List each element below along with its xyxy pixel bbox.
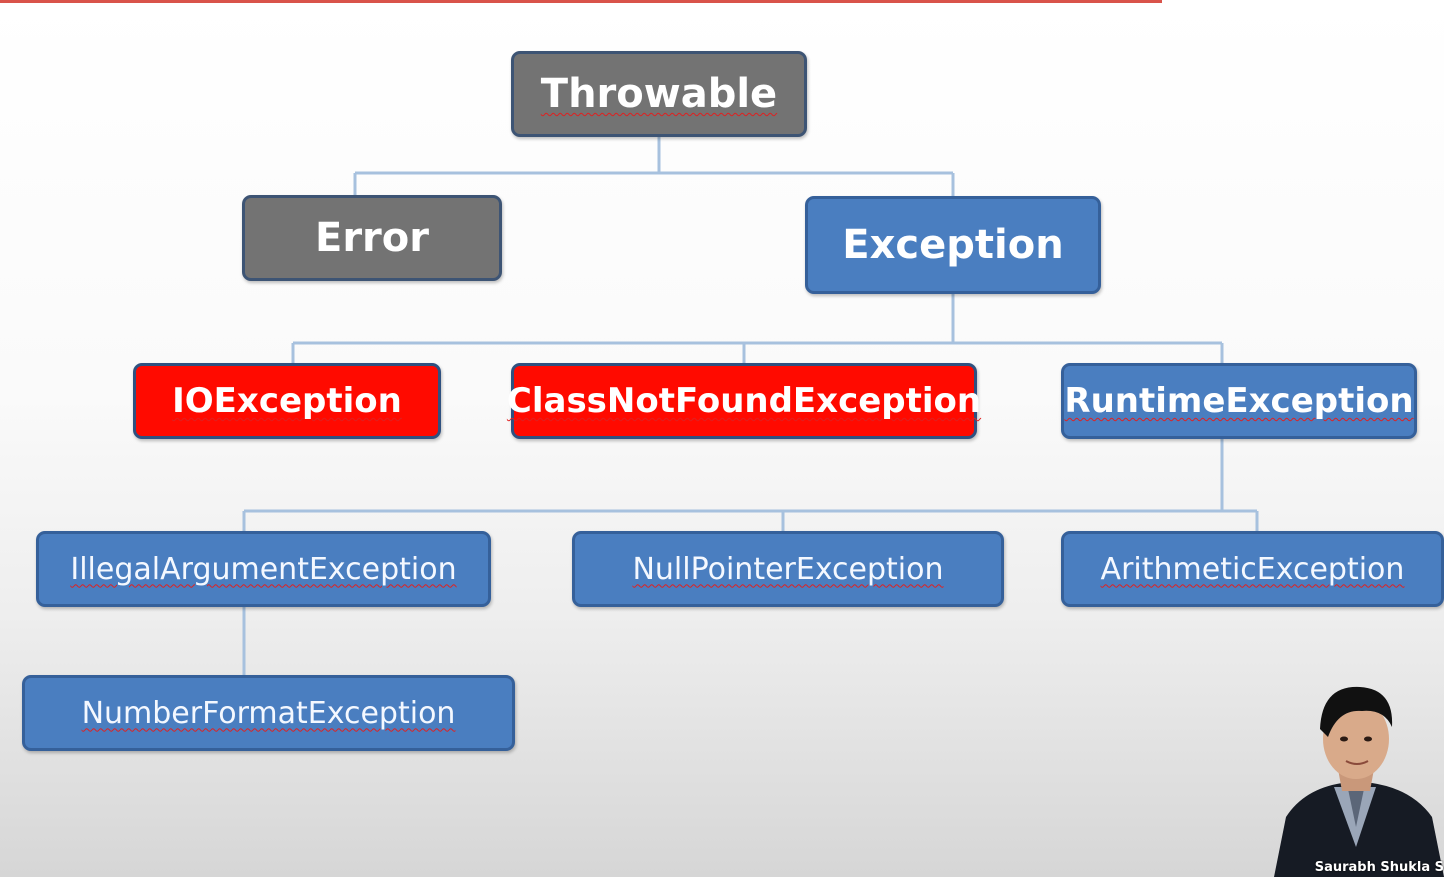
node-nullpointerexception: NullPointerException [572, 531, 1004, 607]
node-ioexception: IOException [133, 363, 441, 439]
node-arithmeticexception: ArithmeticException [1061, 531, 1444, 607]
node-nullpointerexception-label: NullPointerException [632, 551, 944, 587]
node-classnotfoundexception: ClassNotFoundException [507, 363, 981, 439]
presenter-video [1274, 686, 1444, 877]
presenter-name-caption: Saurabh Shukla S [1314, 860, 1444, 875]
node-classnotfoundexception-label: ClassNotFoundException [506, 381, 982, 421]
node-throwable: Throwable [511, 51, 807, 137]
node-runtimeexception: RuntimeException [1061, 363, 1417, 439]
node-error-label: Error [315, 215, 429, 261]
node-illegalargumentexception: IllegalArgumentException [36, 531, 491, 607]
node-exception-label: Exception [842, 222, 1064, 268]
node-runtimeexception-label: RuntimeException [1064, 381, 1414, 421]
node-numberformatexception-label: NumberFormatException [81, 695, 456, 731]
node-throwable-label: Throwable [540, 71, 778, 117]
slide-top-bar [0, 0, 1162, 3]
node-exception: Exception [805, 196, 1101, 294]
node-error: Error [242, 195, 502, 281]
node-illegalargumentexception-label: IllegalArgumentException [70, 551, 457, 587]
node-numberformatexception: NumberFormatException [22, 675, 515, 751]
node-arithmeticexception-label: ArithmeticException [1100, 551, 1405, 587]
node-ioexception-label: IOException [172, 381, 402, 421]
